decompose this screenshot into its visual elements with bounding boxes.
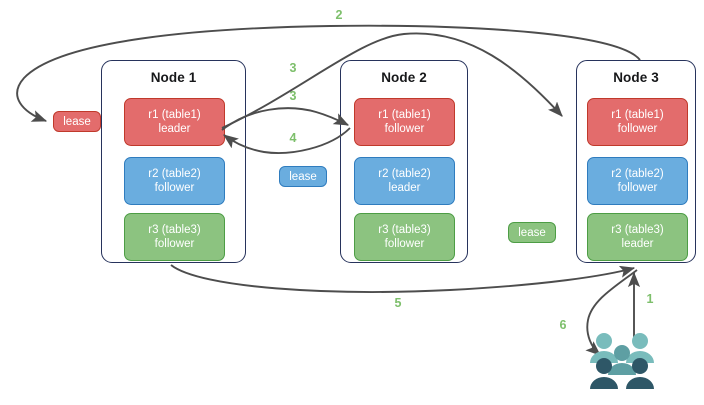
replica-r2-node3[interactable]: r2 (table2) follower — [587, 157, 688, 205]
replica-name: r3 (table3) — [611, 224, 664, 236]
arrow-step-3-to-node2 — [221, 107, 350, 131]
step-label-2: 2 — [335, 8, 343, 22]
users-front-row — [590, 358, 654, 389]
replica-r1-node3[interactable]: r1 (table1) follower — [587, 98, 688, 146]
replica-r2-node1[interactable]: r2 (table2) follower — [124, 157, 225, 205]
replica-role: follower — [154, 238, 195, 250]
replica-role: follower — [617, 123, 658, 135]
replica-r1-node2[interactable]: r1 (table1) follower — [354, 98, 455, 146]
node-box-3[interactable]: Node 3 r1 (table1) follower r2 (table2) … — [576, 60, 696, 263]
lease-label: lease — [518, 226, 546, 239]
step-label-5: 5 — [394, 296, 402, 310]
replica-role: leader — [158, 123, 191, 135]
users-icon — [590, 333, 654, 389]
arrow-step-5 — [170, 264, 636, 293]
replica-name: r1 (table1) — [611, 109, 664, 121]
step-label-1: 1 — [646, 292, 654, 306]
lease-label: lease — [289, 170, 317, 183]
replica-r3-node2[interactable]: r3 (table3) follower — [354, 213, 455, 261]
replica-name: r3 (table3) — [148, 224, 201, 236]
replica-name: r1 (table1) — [148, 109, 201, 121]
step-label-3-node3: 3 — [289, 61, 297, 75]
arrow-step-2 — [16, 24, 641, 122]
node-box-1[interactable]: Node 1 r1 (table1) leader r2 (table2) fo… — [101, 60, 246, 263]
lease-badge-table3[interactable]: lease — [508, 222, 556, 243]
replica-r2-node2[interactable]: r2 (table2) leader — [354, 157, 455, 205]
replica-role: follower — [154, 182, 195, 194]
replica-r3-node3[interactable]: r3 (table3) leader — [587, 213, 688, 261]
node-title: Node 2 — [381, 70, 427, 85]
replica-role: follower — [384, 123, 425, 135]
replica-role: follower — [617, 182, 658, 194]
lease-badge-table2[interactable]: lease — [279, 166, 327, 187]
users-middle — [608, 345, 636, 375]
lease-badge-table1[interactable]: lease — [53, 111, 101, 132]
replica-name: r2 (table2) — [148, 168, 201, 180]
replica-role: follower — [384, 238, 425, 250]
replica-r3-node1[interactable]: r3 (table3) follower — [124, 213, 225, 261]
replica-r1-node1[interactable]: r1 (table1) leader — [124, 98, 225, 146]
step-label-4: 4 — [289, 131, 297, 145]
step-label-6: 6 — [559, 318, 567, 332]
replica-name: r2 (table2) — [378, 168, 431, 180]
replica-name: r2 (table2) — [611, 168, 664, 180]
step-label-3-node2: 3 — [289, 89, 297, 103]
node-title: Node 1 — [150, 70, 197, 85]
lease-label: lease — [63, 115, 91, 128]
replica-name: r3 (table3) — [378, 224, 431, 236]
node-title: Node 3 — [613, 70, 659, 85]
replica-name: r1 (table1) — [378, 109, 431, 121]
node-box-2[interactable]: Node 2 r1 (table1) follower r2 (table2) … — [340, 60, 468, 263]
arrow-step-4 — [223, 127, 351, 154]
replica-role: leader — [388, 182, 421, 194]
replica-role: leader — [621, 238, 654, 250]
arrow-step-3-to-node3 — [221, 32, 563, 129]
arrow-step-6 — [585, 269, 638, 356]
